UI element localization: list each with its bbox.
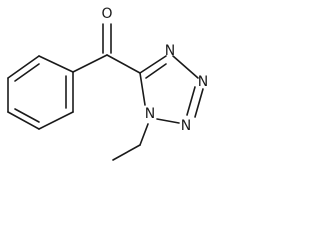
bond-tetrazole-c5-n4-inner: [145, 63, 167, 79]
bond-tetrazole-n3-n2-1: [186, 86, 196, 116]
nitrogen-n1-label: N: [145, 106, 155, 122]
nitrogen-n3-label: N: [198, 74, 208, 90]
bond-tetrazole-n2-n1: [156, 118, 180, 124]
bond-phenyl-2: [7, 55, 40, 79]
bond-tetrazole-n1-c5: [139, 72, 146, 106]
bond-phenyl-inner-1: [14, 63, 40, 82]
carbonyl-group: [72, 23, 141, 74]
ethyl-group: [112, 123, 149, 161]
phenyl-ring: [7, 55, 74, 130]
nitrogen-n4-label: N: [165, 43, 175, 59]
oxygen-label: O: [101, 6, 112, 22]
nitrogen-n2-label: N: [181, 118, 191, 134]
bond-phenyl-4: [7, 111, 40, 130]
chemical-structure: O N N N N: [7, 6, 208, 161]
bond-tetrazole-c5-n4: [139, 55, 167, 74]
bond-ch2-ch3: [112, 144, 141, 161]
bond-tetrazole-n4-n3: [172, 55, 199, 79]
bond-tetrazole-n3-n2-2: [194, 88, 204, 118]
bond-phenyl-inner-2: [14, 108, 40, 123]
bond-n1-ch2: [139, 123, 149, 146]
bond-phenyl-5: [38, 111, 74, 130]
atom-labels: O N N N N: [101, 6, 208, 134]
bond-phenyl-1: [38, 55, 74, 73]
tetrazole-ring: [139, 55, 204, 124]
bond-carbonyl-tetrazole: [106, 54, 141, 74]
bond-phenyl-carbonyl: [72, 54, 108, 73]
